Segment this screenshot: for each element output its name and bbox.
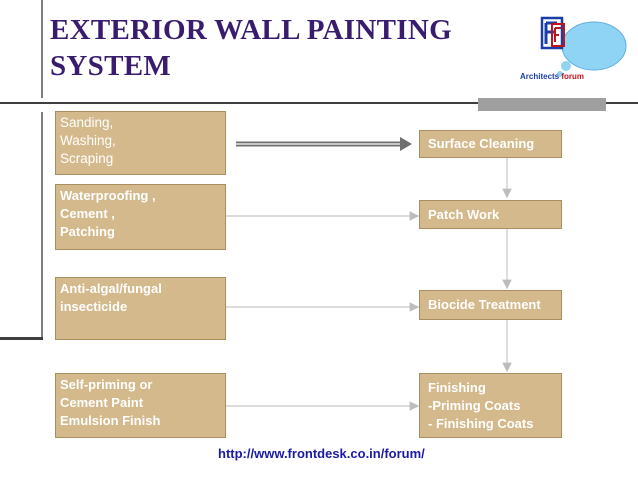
logo-word-forum: forum bbox=[561, 72, 585, 81]
slide-title: EXTERIOR WALL PAINTING SYSTEM bbox=[50, 14, 452, 82]
process-box-surface-cleaning: Surface Cleaning bbox=[419, 130, 562, 158]
process-box-patch-work: Patch Work bbox=[419, 200, 562, 229]
left-vertical-rule bbox=[41, 0, 43, 98]
step-box-anti-algal: Anti-algal/fungal insecticide bbox=[55, 277, 226, 340]
main-arrow bbox=[236, 137, 412, 151]
left-vertical-rule-lower bbox=[41, 112, 43, 339]
logo-caption: Architects forum bbox=[520, 72, 584, 81]
process-box-biocide-treatment: Biocide Treatment bbox=[419, 290, 562, 320]
step-box-self-priming: Self-priming or Cement Paint Emulsion Fi… bbox=[55, 373, 226, 438]
footer-forum-link[interactable]: http://www.frontdesk.co.in/forum/ bbox=[218, 446, 425, 461]
left-accent-bar bbox=[0, 337, 43, 340]
title-accent-bar bbox=[478, 98, 606, 111]
process-box-finishing: Finishing -Priming Coats - Finishing Coa… bbox=[419, 373, 562, 438]
logo-word-architects: Architects bbox=[520, 72, 560, 81]
title-underline bbox=[0, 102, 638, 104]
logo-graphic bbox=[540, 16, 627, 77]
step-box-waterproofing: Waterproofing , Cement , Patching bbox=[55, 184, 226, 250]
step-box-sanding: Sanding, Washing, Scraping bbox=[55, 111, 226, 175]
architects-forum-logo bbox=[524, 10, 632, 92]
